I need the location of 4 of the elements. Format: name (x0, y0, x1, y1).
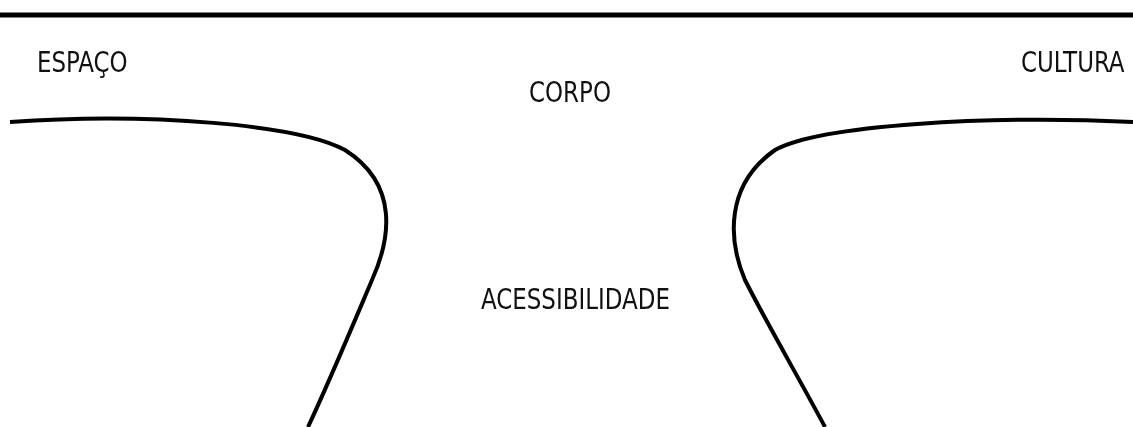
concept-label: ACESSIBILIDADE (480, 282, 670, 316)
concept-label: CORPO (529, 75, 611, 109)
concept-label: CULTURA (1021, 45, 1125, 79)
concept-label: ESPAÇO (37, 45, 128, 79)
